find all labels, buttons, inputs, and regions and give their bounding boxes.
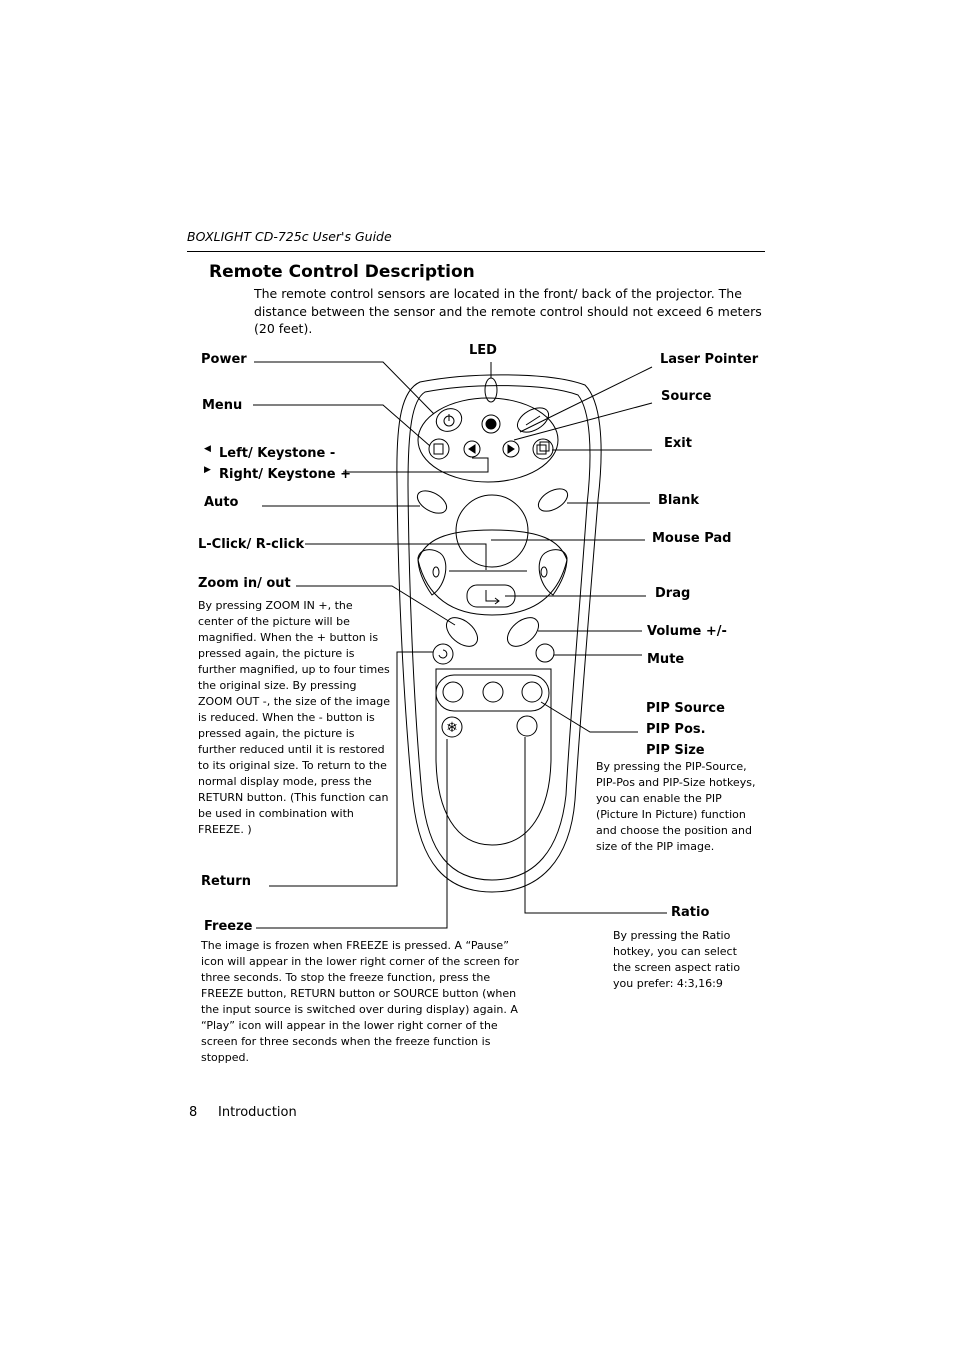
lower-panel-outline <box>435 668 552 846</box>
label-freeze: Freeze <box>204 919 253 934</box>
section-intro: The remote control sensors are located i… <box>254 286 762 336</box>
label-right-keystone: Right/ Keystone + <box>219 467 352 482</box>
label-ratio: Ratio <box>671 905 710 920</box>
label-mouse-pad: Mouse Pad <box>652 531 732 546</box>
pip-size-icon <box>521 681 543 703</box>
blank-button-icon <box>537 488 569 512</box>
volume-button-icon <box>507 617 539 647</box>
label-lclick-rclick: L-Click/ R-click <box>198 537 305 552</box>
label-laser-pointer: Laser Pointer <box>660 352 759 367</box>
footer-section: Introduction <box>218 1105 297 1120</box>
svg-text:❄: ❄ <box>446 720 458 736</box>
right-click-icon <box>538 549 568 596</box>
label-pip-source: PIP Source <box>646 701 725 716</box>
left-arrow-icon <box>463 440 481 458</box>
label-return: Return <box>201 874 251 889</box>
menu-icon <box>428 438 450 460</box>
laser-pointer-icon <box>516 407 550 433</box>
label-zoom: Zoom in/ out <box>198 576 291 591</box>
label-pip-pos: PIP Pos. <box>646 722 706 737</box>
label-pip-size: PIP Size <box>646 743 705 758</box>
mouse-pad-icon <box>455 494 529 568</box>
label-blank: Blank <box>658 493 700 508</box>
freeze-description: The image is frozen when FREEZE is press… <box>201 939 519 1064</box>
right-arrow-icon <box>502 440 520 458</box>
label-auto: Auto <box>204 495 239 510</box>
top-cluster-outline <box>417 397 559 483</box>
zoom-button-icon <box>446 617 478 647</box>
page-number: 8 <box>189 1105 198 1120</box>
ratio-description: By pressing the Ratio hotkey, you can se… <box>613 929 741 990</box>
label-power: Power <box>201 352 247 367</box>
pip-source-icon <box>442 681 464 703</box>
power-icon <box>435 408 463 432</box>
remote-body-inner <box>407 385 591 881</box>
label-left-keystone: Left/ Keystone - <box>219 446 336 461</box>
label-source: Source <box>661 389 712 404</box>
right-triangle-icon: ▶ <box>204 465 211 475</box>
label-volume: Volume +/- <box>647 624 727 639</box>
label-menu: Menu <box>202 398 243 413</box>
left-triangle-icon: ◀ <box>204 444 211 454</box>
left-click-icon <box>417 549 447 596</box>
section-title: Remote Control Description <box>209 262 475 282</box>
header-rule <box>187 251 765 252</box>
pip-group-outline <box>435 674 550 712</box>
label-drag: Drag <box>655 586 691 601</box>
label-exit: Exit <box>664 436 692 451</box>
document-header: BOXLIGHT CD-725c User's Guide <box>187 229 392 244</box>
mouse-area-outline <box>417 529 568 616</box>
remote-body-outline <box>396 374 602 893</box>
exit-icon <box>532 438 554 460</box>
pip-description: By pressing the PIP-Source, PIP-Pos and … <box>596 760 756 853</box>
auto-button-icon <box>416 490 448 514</box>
label-led: LED <box>469 343 497 358</box>
return-icon <box>432 643 454 665</box>
pip-pos-icon <box>482 681 504 703</box>
freeze-icon <box>441 716 463 738</box>
ratio-icon <box>516 715 538 737</box>
label-mute: Mute <box>647 652 685 667</box>
mute-icon <box>535 643 555 663</box>
zoom-description: By pressing ZOOM IN +, the center of the… <box>198 599 391 836</box>
